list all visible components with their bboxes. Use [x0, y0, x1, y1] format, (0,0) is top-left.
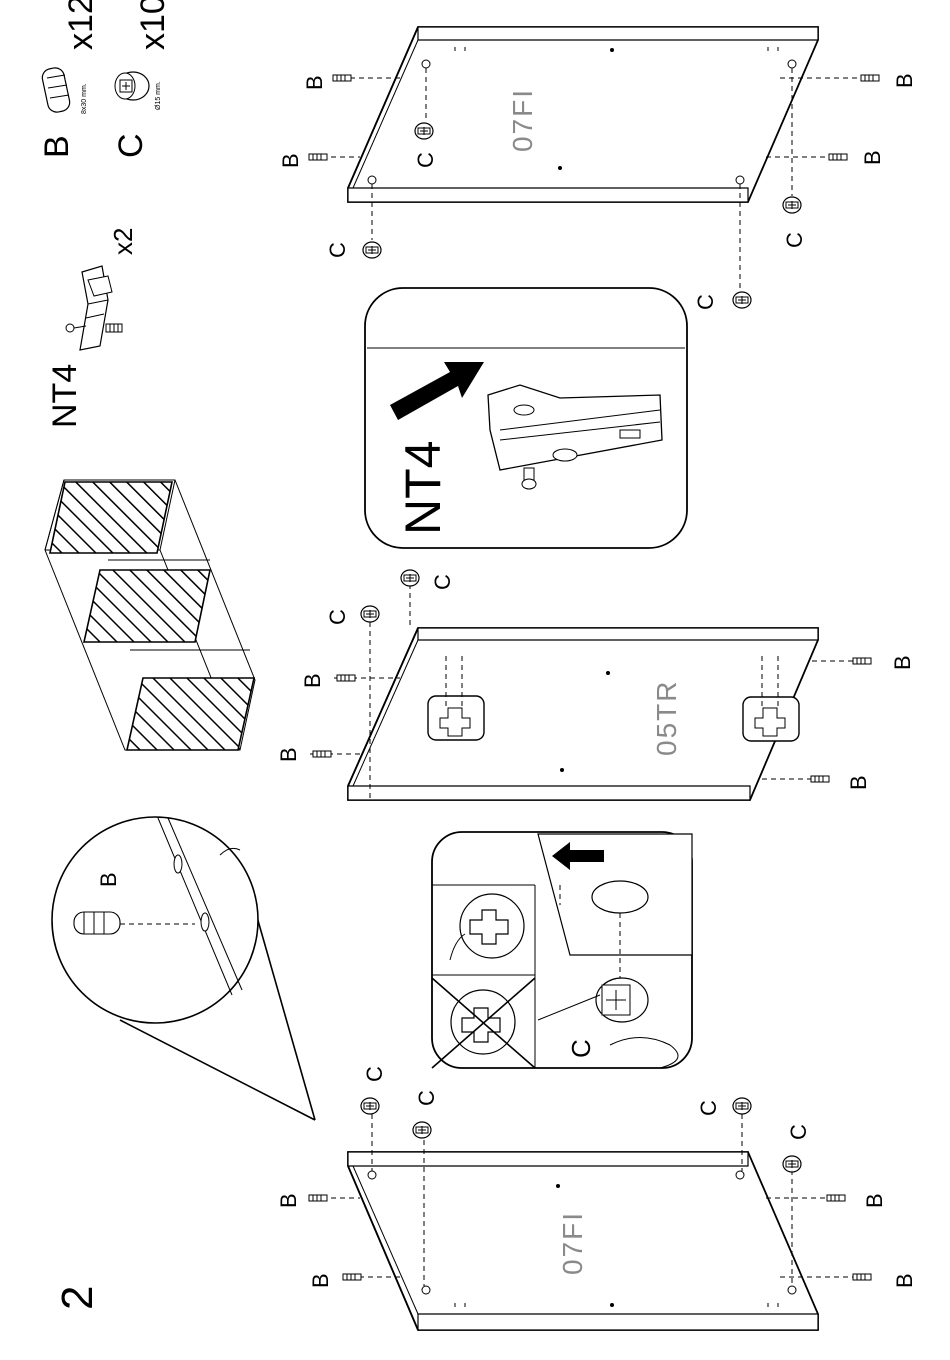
part-b-letter: B [38, 135, 76, 158]
marker-c: C [325, 609, 350, 625]
panel-top: 07FI B B B B C C [278, 27, 917, 310]
marker-b: B [308, 1273, 333, 1288]
dowel-size-label: 8x30 mm. [81, 83, 88, 114]
marker-b: B [276, 1193, 301, 1208]
nt4-bracket-illustration [66, 266, 122, 350]
marker-b: B [892, 1273, 917, 1288]
hatched-panel-bottom [127, 678, 254, 750]
cam-size-label: Ø15 mm. [155, 81, 162, 110]
panel-middle: 05TR B B B B C C [276, 570, 915, 800]
marker-c: C [430, 574, 455, 590]
zoom-label: B [96, 872, 121, 887]
dowel-zoom-detail: B [52, 817, 315, 1120]
dowel-b-illustration [41, 66, 72, 114]
panel-bottom: 07FI B B B B C C C C [276, 1066, 917, 1330]
cam-c-illustration [115, 72, 149, 100]
hatched-panel-top [50, 482, 172, 553]
marker-b: B [300, 673, 325, 688]
nt4-detail-label: NT4 [395, 441, 451, 535]
marker-c: C [696, 1100, 721, 1116]
marker-b: B [302, 75, 327, 90]
marker-c: C [362, 1066, 387, 1082]
panel-bottom-code: 07FI [557, 1211, 588, 1275]
marker-b: B [860, 150, 885, 165]
part-b-quantity: x12 [62, 0, 100, 50]
part-c-quantity: x10 [134, 0, 172, 50]
cam-lock-detail-box: C [432, 832, 692, 1068]
nt4-name: NT4 [46, 364, 84, 428]
nt4-quantity: x2 [108, 228, 138, 255]
part-c-letter: C [112, 133, 150, 158]
marker-c: C [413, 152, 438, 168]
marker-c: C [414, 1090, 439, 1106]
hatched-panel-middle [84, 570, 210, 642]
panel-top-code: 07FI [507, 88, 538, 152]
parts-legend: 8x30 mm. B x12 Ø15 mm. C x10 [38, 0, 172, 428]
nt4-detail-box: NT4 [365, 288, 687, 548]
marker-b: B [846, 775, 871, 790]
marker-b: B [862, 1193, 887, 1208]
marker-c: C [693, 294, 718, 310]
marker-c: C [325, 242, 350, 258]
step-number: 2 [53, 1286, 102, 1310]
cam-detail-label: C [566, 1039, 596, 1058]
marker-c: C [782, 232, 807, 248]
panel-middle-code: 05TR [651, 680, 682, 756]
cabinet-overview [45, 480, 255, 750]
marker-b: B [892, 73, 917, 88]
marker-b: B [890, 655, 915, 670]
marker-c: C [786, 1124, 811, 1140]
marker-b: B [278, 153, 303, 168]
marker-b: B [276, 747, 301, 762]
